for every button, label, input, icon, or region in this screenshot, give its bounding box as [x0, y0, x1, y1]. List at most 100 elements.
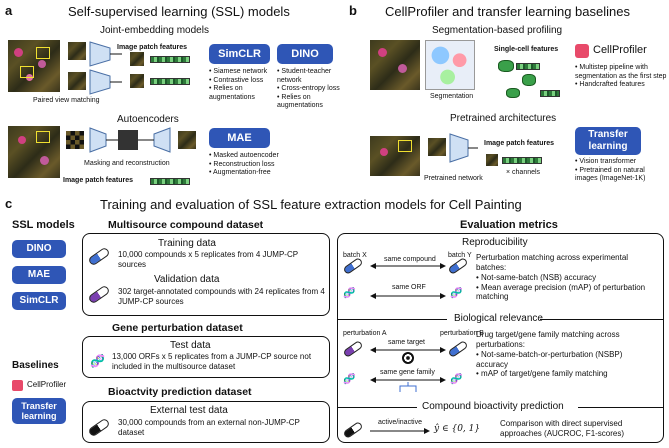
bioactivity-eval-title: Compound bioactivity prediction	[422, 401, 564, 412]
baseline-cellprofiler: CellProfiler	[27, 380, 67, 389]
mae-bullet: Masked autoencoder	[209, 152, 299, 161]
bio-dna-left-icon: 🧬	[343, 374, 356, 385]
multisource-title: Multisource compound dataset	[108, 219, 264, 231]
validation-title: Validation data	[154, 274, 220, 285]
same-compound-arrow	[370, 263, 446, 269]
paired-view-label: Paired view matching	[33, 97, 100, 104]
transfer-learning-badge: Transfer learning	[575, 127, 641, 155]
ssl-models-title: SSL models	[12, 219, 75, 231]
encoder-networks	[89, 41, 122, 95]
divider-1-right	[540, 319, 664, 320]
single-cell-2	[522, 74, 536, 86]
segmentation-image	[425, 40, 475, 90]
training-text: 10,000 compounds x 5 replicates from 4 J…	[118, 250, 298, 269]
active-inactive-label: active/inactive	[378, 419, 422, 426]
repro-bullets: Not-same-batch (NSB) accuracy Mean avera…	[476, 273, 656, 302]
baselines-title: Baselines	[12, 360, 59, 371]
view-1	[68, 42, 86, 60]
joint-embedding-title: Joint-embedding models	[100, 25, 209, 36]
ssl-badge-simclr: SimCLR	[12, 292, 66, 310]
patch-thumb-1	[130, 52, 144, 66]
cell-image-pretrained	[370, 136, 420, 176]
eval-box	[337, 233, 664, 443]
external-box	[82, 401, 330, 443]
bio-bullets: Not-same-batch-or-perturbation (NSBP) ac…	[476, 350, 656, 379]
single-cell-1	[498, 60, 514, 72]
panel-b-title: CellProfiler and transfer learning basel…	[385, 4, 630, 19]
baseline-transfer-badge: Transfer learning	[12, 398, 66, 424]
cell-image-ae	[8, 126, 60, 178]
panel-c-letter: c	[5, 196, 13, 211]
cell-image-seg	[370, 40, 420, 90]
autoencoder-network	[89, 127, 171, 153]
simclr-bullets: Siamese network Contrastive loss Relies …	[209, 68, 279, 102]
dino-bullet: Relies on augmentations	[277, 94, 347, 111]
cellprofiler-logo-icon	[575, 44, 589, 58]
external-title: External test data	[150, 405, 228, 416]
multisource-box	[82, 233, 330, 316]
crop-box-3	[36, 131, 50, 143]
pretrained-title: Pretrained architectures	[450, 113, 557, 124]
test-text: 13,000 ORFs x 5 replicates from a JUMP-C…	[112, 352, 312, 371]
mae-bullets: Masked autoencoder Reconstruction loss A…	[209, 152, 299, 178]
crop-box-1	[36, 47, 50, 59]
same-orf-arrow	[370, 293, 446, 299]
cellprofiler-bullet: Multistep pipeline with segmentation as …	[575, 64, 667, 81]
autoencoders-title: Autoencoders	[117, 114, 179, 125]
dna-icon: 🧬	[90, 354, 105, 368]
reproducibility-title: Reproducibility	[462, 237, 528, 248]
view-2	[68, 72, 86, 90]
sc-feature-2	[540, 90, 560, 97]
same-target-label: same target	[388, 339, 425, 346]
panel-c-title: Training and evaluation of SSL feature e…	[100, 197, 522, 212]
same-compound-label: same compound	[384, 256, 436, 263]
bio-bullet: Not-same-batch-or-perturbation (NSBP) ac…	[476, 350, 656, 369]
training-title: Training data	[158, 238, 216, 249]
pert-b-label: perturbation B	[440, 330, 484, 337]
cell-image-joint	[8, 40, 60, 92]
bio-dna-right-icon: 🧬	[450, 374, 463, 385]
segmentation-label: Segmentation	[430, 93, 474, 100]
gene-box	[82, 336, 330, 378]
patch-thumb-b	[486, 154, 498, 166]
feature-vector-3	[150, 178, 190, 185]
validation-text: 302 target-annotated compounds with 24 r…	[118, 287, 325, 306]
image-patch-features-label-b: Image patch features	[484, 140, 555, 147]
prediction-formula: ŷ ∈ {0, 1}	[434, 424, 481, 434]
dino-bullets: Student-teacher network Cross-entropy lo…	[277, 68, 347, 111]
bio-text: Drug target/gene family matching across …	[476, 330, 620, 349]
dino-bullet: Cross-entropy loss	[277, 85, 347, 94]
image-patch-features-label-1: Image patch features	[117, 44, 188, 51]
same-gene-family-label: same gene family	[380, 369, 435, 376]
repro-dna-left-icon: 🧬	[343, 288, 356, 299]
simclr-badge: SimCLR	[209, 44, 270, 64]
batch-y-label: batch Y	[448, 252, 472, 259]
repro-bullet: Mean average precision (mAP) of perturba…	[476, 283, 656, 302]
bio-bullet: mAP of target/gene family matching	[476, 369, 656, 379]
panel-b-letter: b	[349, 3, 357, 18]
masked-view	[66, 131, 84, 149]
transfer-bullet: Vision transformer	[575, 158, 667, 167]
mae-badge: MAE	[209, 128, 270, 148]
pretrained-network-icon	[449, 133, 478, 163]
segmentation-title: Segmentation-based profiling	[432, 25, 563, 36]
external-text: 30,000 compounds from an external non-JU…	[118, 418, 300, 437]
pretrained-view	[428, 138, 446, 156]
crop-box-4	[398, 140, 412, 152]
feature-vector-1	[150, 56, 190, 63]
dino-badge: DINO	[277, 44, 333, 64]
gene-dataset-title: Gene perturbation dataset	[112, 322, 243, 334]
image-patch-features-label-2: Image patch features	[63, 177, 134, 184]
test-title: Test data	[170, 340, 211, 351]
ssl-badge-mae: MAE	[12, 266, 66, 284]
mae-bullet: Reconstruction loss	[209, 161, 299, 170]
divider-2-right	[578, 407, 664, 408]
divider-1-left	[337, 319, 447, 320]
same-orf-label: same ORF	[392, 284, 426, 291]
panel-a-title: Self-supervised learning (SSL) models	[68, 4, 290, 19]
divider-2-left	[337, 407, 417, 408]
cellprofiler-small-icon	[12, 380, 23, 391]
same-target-arrow	[370, 347, 446, 353]
masking-label: Masking and reconstruction	[84, 160, 170, 167]
eval-title: Evaluation metrics	[460, 219, 558, 231]
